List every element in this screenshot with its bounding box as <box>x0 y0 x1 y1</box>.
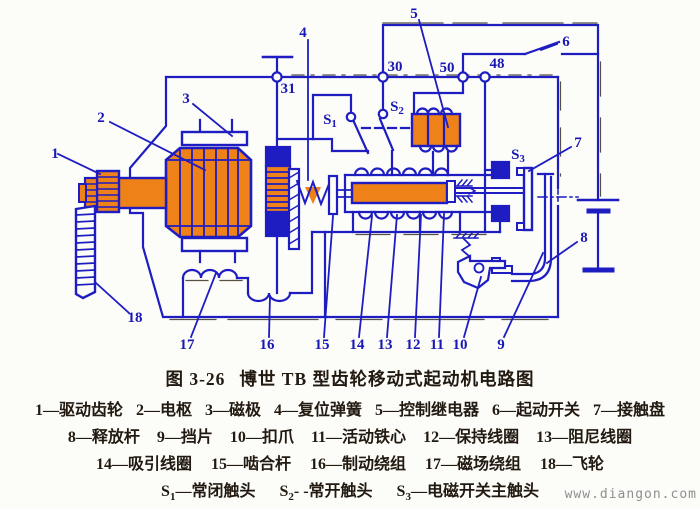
pole-shoe-top <box>180 130 249 147</box>
legend-item: 7—接触盘 <box>593 402 666 419</box>
label-switch-s2: S2 <box>390 99 404 117</box>
legend-item: 12—保持线圈 <box>423 429 520 446</box>
movable-core-11 <box>350 181 449 205</box>
switch-s1 <box>311 93 370 155</box>
start-switch-6 <box>461 40 600 79</box>
label-part-11: 11 <box>430 337 444 353</box>
battery-feed-wire <box>381 23 600 202</box>
label-terminal-31: 31 <box>281 81 296 97</box>
control-relay-5 <box>410 80 465 177</box>
figure-caption: 图 3-26 博世 TB 型齿轮移动式起动机电路图 <box>0 366 700 391</box>
pole-terminals-bottom <box>198 249 237 264</box>
legend-item: 6—起动开关 <box>492 402 581 419</box>
legend-item: 18—飞轮 <box>540 456 605 473</box>
starter-housing <box>128 75 579 319</box>
switch-s2 <box>377 80 395 177</box>
drive-gear-1 <box>78 169 168 214</box>
legend-item: 3—磁极 <box>204 402 261 419</box>
fixed-wall-hatch-top <box>455 178 474 188</box>
meshing-lever-15 <box>327 174 353 216</box>
label-part-7: 7 <box>574 135 582 151</box>
label-part-5: 5 <box>410 6 418 22</box>
site-watermark: www.diangon.com <box>564 487 697 502</box>
legend-item-s1: S1—常闭触头 <box>161 483 256 504</box>
part-number-labels: 1 2 3 4 5 6 7 8 9 10 11 12 13 14 15 16 1… <box>51 6 588 353</box>
helical-spline <box>287 167 301 251</box>
label-part-9: 9 <box>497 337 505 353</box>
label-part-15: 15 <box>315 337 330 353</box>
label-part-10: 10 <box>453 337 468 353</box>
motor <box>164 118 292 264</box>
label-switch-s1: S1 <box>323 112 337 130</box>
legend-item: 5—控制继电器 <box>375 402 480 419</box>
legend-item: 14—吸引线圈 <box>95 456 192 473</box>
label-switch-s3: S3 <box>511 147 525 165</box>
legend-item: 2—电枢 <box>135 402 192 419</box>
label-terminal-30: 30 <box>388 59 403 75</box>
label-terminal-50: 50 <box>440 60 455 76</box>
terminal-dots <box>271 71 491 83</box>
legend-row-2: 8—释放杆 9—挡片 10—扣爪 11—活动铁心 12—保持线圈 13—阻尼线圈 <box>0 423 700 447</box>
label-part-4: 4 <box>299 25 307 41</box>
label-part-6: 6 <box>562 34 570 50</box>
legend-item: 11—活动铁心 <box>310 429 407 446</box>
return-spring-4 <box>295 179 331 207</box>
shaft <box>115 176 168 210</box>
scan-artifacts <box>169 22 602 321</box>
contact-disc-7 <box>454 166 534 232</box>
brush-top <box>264 145 292 168</box>
solenoid <box>343 167 502 220</box>
fixed-wall-hatch-bottom <box>455 194 474 204</box>
legend-item: 8—释放杆 <box>67 429 140 446</box>
legend-row-switches: S1—常闭触头 S2- -常开触头 S3—电磁开关主触头 <box>0 477 700 503</box>
legend-item-s3: S3—电磁开关主触头 <box>396 483 539 504</box>
battery <box>576 198 620 273</box>
legend-item: 10—扣爪 <box>229 429 294 446</box>
legend-item: 1—驱动齿轮 <box>34 402 123 419</box>
pawl-spring <box>460 237 472 258</box>
starter-circuit-svg: 1 2 3 4 5 6 7 8 9 10 11 12 13 14 15 16 1… <box>51 6 620 353</box>
leader-lines <box>56 18 579 339</box>
switch-blade <box>378 117 395 152</box>
legend-item: 13—阻尼线圈 <box>536 429 633 446</box>
pawl-spring-anchor <box>453 230 481 240</box>
label-part-3: 3 <box>182 91 190 107</box>
label-part-1: 1 <box>51 146 59 162</box>
pole-shoe-bottom <box>180 236 249 253</box>
brake-winding-16 <box>246 230 327 319</box>
figure-number: 图 3-26 <box>165 369 226 389</box>
circuit-diagram: 1 2 3 4 5 6 7 8 9 10 11 12 13 14 15 16 1… <box>51 6 620 353</box>
commutator <box>264 164 292 214</box>
legend-row-3: 14—吸引线圈 15—啮合杆 16—制动绕组 17—磁场绕组 18—飞轮 <box>0 450 700 474</box>
label-part-2: 2 <box>97 110 105 126</box>
legend-item: 15—啮合杆 <box>210 456 291 473</box>
legend-item: 16—制动绕组 <box>309 456 406 473</box>
legend-item: 4—复位弹簧 <box>273 402 362 419</box>
field-winding-17 <box>181 268 250 319</box>
push-rod <box>454 187 525 194</box>
label-part-12: 12 <box>406 337 421 353</box>
brush-bottom <box>264 210 292 238</box>
winding-loops-top <box>353 167 450 177</box>
terminal-31-ground <box>261 55 315 149</box>
figure-title: 博世 TB 型齿轮移动式起动机电路图 <box>239 369 535 389</box>
switch-blade <box>523 40 561 56</box>
s3-contacts <box>483 160 511 234</box>
legend-item: 17—磁场绕组 <box>425 456 522 473</box>
label-part-13: 13 <box>378 337 393 353</box>
terminal-48-wire <box>310 80 502 234</box>
label-part-8: 8 <box>580 230 588 246</box>
pole-terminals-top <box>198 118 234 134</box>
legend-item: 9—挡片 <box>156 429 213 446</box>
legend-row-1: 1—驱动齿轮 2—电枢 3—磁极 4—复位弹簧 5—控制继电器 6—起动开关 7… <box>0 396 700 420</box>
label-part-18: 18 <box>128 310 143 326</box>
latch-pawl-10 <box>453 230 507 290</box>
flywheel-18 <box>74 204 97 300</box>
legend-item-s2: S2- -常开触头 <box>279 483 373 504</box>
switch-blade <box>352 120 370 155</box>
label-part-14: 14 <box>350 337 366 353</box>
label-part-17: 17 <box>180 337 196 353</box>
label-part-16: 16 <box>260 337 276 353</box>
label-terminal-48: 48 <box>490 56 505 72</box>
